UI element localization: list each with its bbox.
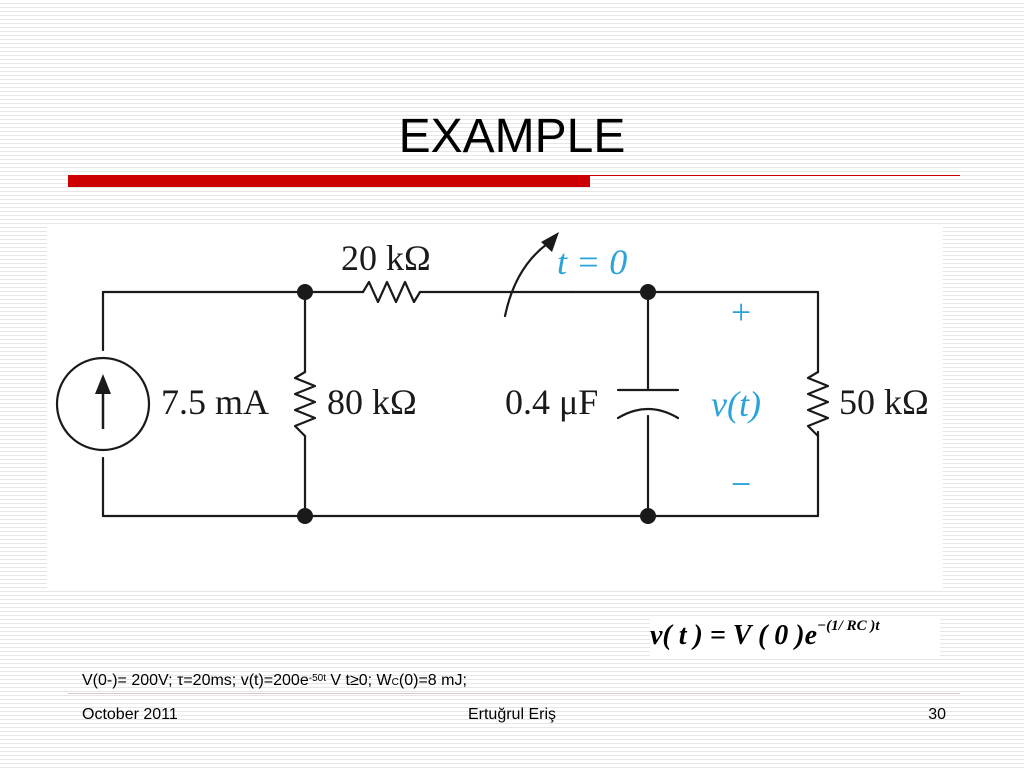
- label-voltage-plus: +: [731, 292, 751, 332]
- label-switch-time: t = 0: [557, 242, 627, 282]
- circuit-diagram: 20 kΩ 7.5 mA 80 kΩ 0.4 μF 50 kΩ t = 0 + …: [47, 224, 943, 590]
- formula-exponent: −(1/ RC )t: [817, 618, 880, 634]
- node-top-right: [640, 284, 656, 300]
- title-underline-bar: [68, 175, 590, 187]
- result-part1: V(0-)= 200V; τ=20ms; v(t)=200e: [82, 672, 309, 689]
- label-voltage: v(t): [711, 384, 761, 424]
- label-50k: 50 kΩ: [839, 382, 929, 422]
- label-capacitor: 0.4 μF: [505, 382, 598, 422]
- result-line: V(0-)= 200V; τ=20ms; v(t)=200e-50t V t≥0…: [82, 670, 962, 692]
- wire-top-right: [646, 290, 820, 374]
- label-20k: 20 kΩ: [341, 238, 431, 278]
- result-part2: V t≥0; W: [325, 672, 392, 689]
- voltage-formula: v( t ) = V ( 0 )e−(1/ RC )t: [650, 616, 940, 656]
- switch-arc: [503, 242, 549, 318]
- label-80k: 80 kΩ: [327, 382, 417, 422]
- current-arrow-head: [95, 374, 111, 394]
- resistor-20k: [361, 280, 422, 304]
- label-source: 7.5 mA: [161, 382, 269, 422]
- footer-date: October 2011: [82, 706, 178, 723]
- footer-page-number: 30: [928, 706, 946, 723]
- wire-bottom: [101, 430, 820, 518]
- node-top-left: [297, 284, 313, 300]
- label-voltage-minus: −: [731, 464, 751, 504]
- slide-title: EXAMPLE: [398, 110, 626, 163]
- capacitor-plate-bottom: [616, 408, 680, 420]
- footer-divider: [68, 693, 960, 694]
- formula-base: v( t ) = V ( 0 )e: [650, 620, 818, 651]
- switch-arrow-head: [541, 232, 559, 252]
- result-part3: (0)=8 mJ;: [398, 672, 467, 689]
- node-bottom-left: [297, 508, 313, 524]
- result-subscript: C: [391, 677, 399, 688]
- node-bottom-right: [640, 508, 656, 524]
- result-exponent: -50t: [308, 673, 326, 684]
- title-underline-line: [590, 175, 960, 176]
- footer-author: Ertuğrul Eriş: [467, 706, 557, 723]
- current-source-circle: [55, 356, 151, 452]
- resistor-50k: [806, 370, 830, 438]
- resistor-80k: [293, 370, 317, 438]
